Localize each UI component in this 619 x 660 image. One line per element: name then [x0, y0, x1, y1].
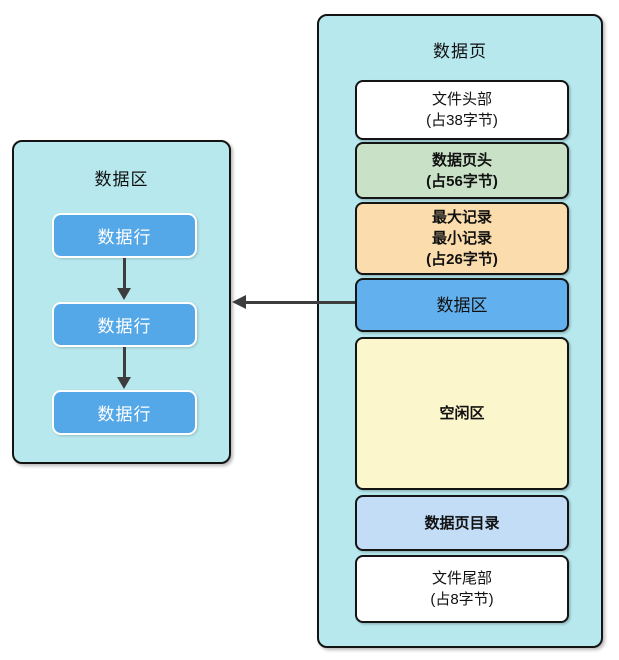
- arrow-line: [122, 258, 126, 290]
- arrow-head: [117, 377, 131, 389]
- section-data-area: 数据区: [355, 278, 569, 332]
- section-line: 最小记录: [431, 230, 492, 247]
- data-row-label: 数据行: [97, 228, 152, 247]
- section-file-trailer: 文件尾部 (占8字节): [355, 555, 569, 623]
- data-row-1: 数据行: [52, 213, 197, 258]
- section-free-area: 空闲区: [355, 337, 569, 490]
- data-page-title: 数据页: [433, 42, 487, 61]
- section-line: (占26字节): [426, 251, 498, 268]
- connector-arrow-head-icon: [232, 295, 246, 309]
- section-line: 文件头部: [431, 91, 492, 108]
- data-row-label: 数据行: [97, 317, 152, 336]
- section-file-header: 文件头部 (占38字节): [355, 80, 569, 140]
- section-line: 空闲区: [439, 405, 485, 422]
- down-arrow-icon: [117, 347, 131, 389]
- down-arrow-icon: [117, 258, 131, 300]
- section-max-min-record: 最大记录 最小记录 (占26字节): [355, 202, 569, 275]
- section-page-header: 数据页头 (占56字节): [355, 142, 569, 199]
- section-line: 数据区: [436, 295, 488, 315]
- data-row-3: 数据行: [52, 390, 197, 435]
- section-page-directory: 数据页目录: [355, 495, 569, 551]
- data-area-title: 数据区: [94, 170, 149, 189]
- arrow-head: [117, 288, 131, 300]
- data-row-label: 数据行: [97, 405, 152, 424]
- section-line: (占56字节): [426, 172, 498, 190]
- section-line: (占38字节): [426, 112, 498, 129]
- section-line: 数据页头: [431, 151, 492, 169]
- section-line: 文件尾部: [431, 570, 492, 587]
- data-page-box: 数据页 文件头部 (占38字节) 数据页头 (占56字节) 最大记录 最小记录 …: [317, 14, 603, 648]
- data-area-box: 数据区 数据行 数据行 数据行: [12, 140, 231, 464]
- arrow-line: [122, 347, 126, 379]
- connector-arrow-line: [245, 301, 355, 304]
- section-line: 最大记录: [431, 209, 492, 226]
- section-line: 数据页目录: [424, 514, 500, 532]
- data-row-2: 数据行: [52, 302, 197, 347]
- section-line: (占8字节): [430, 591, 494, 608]
